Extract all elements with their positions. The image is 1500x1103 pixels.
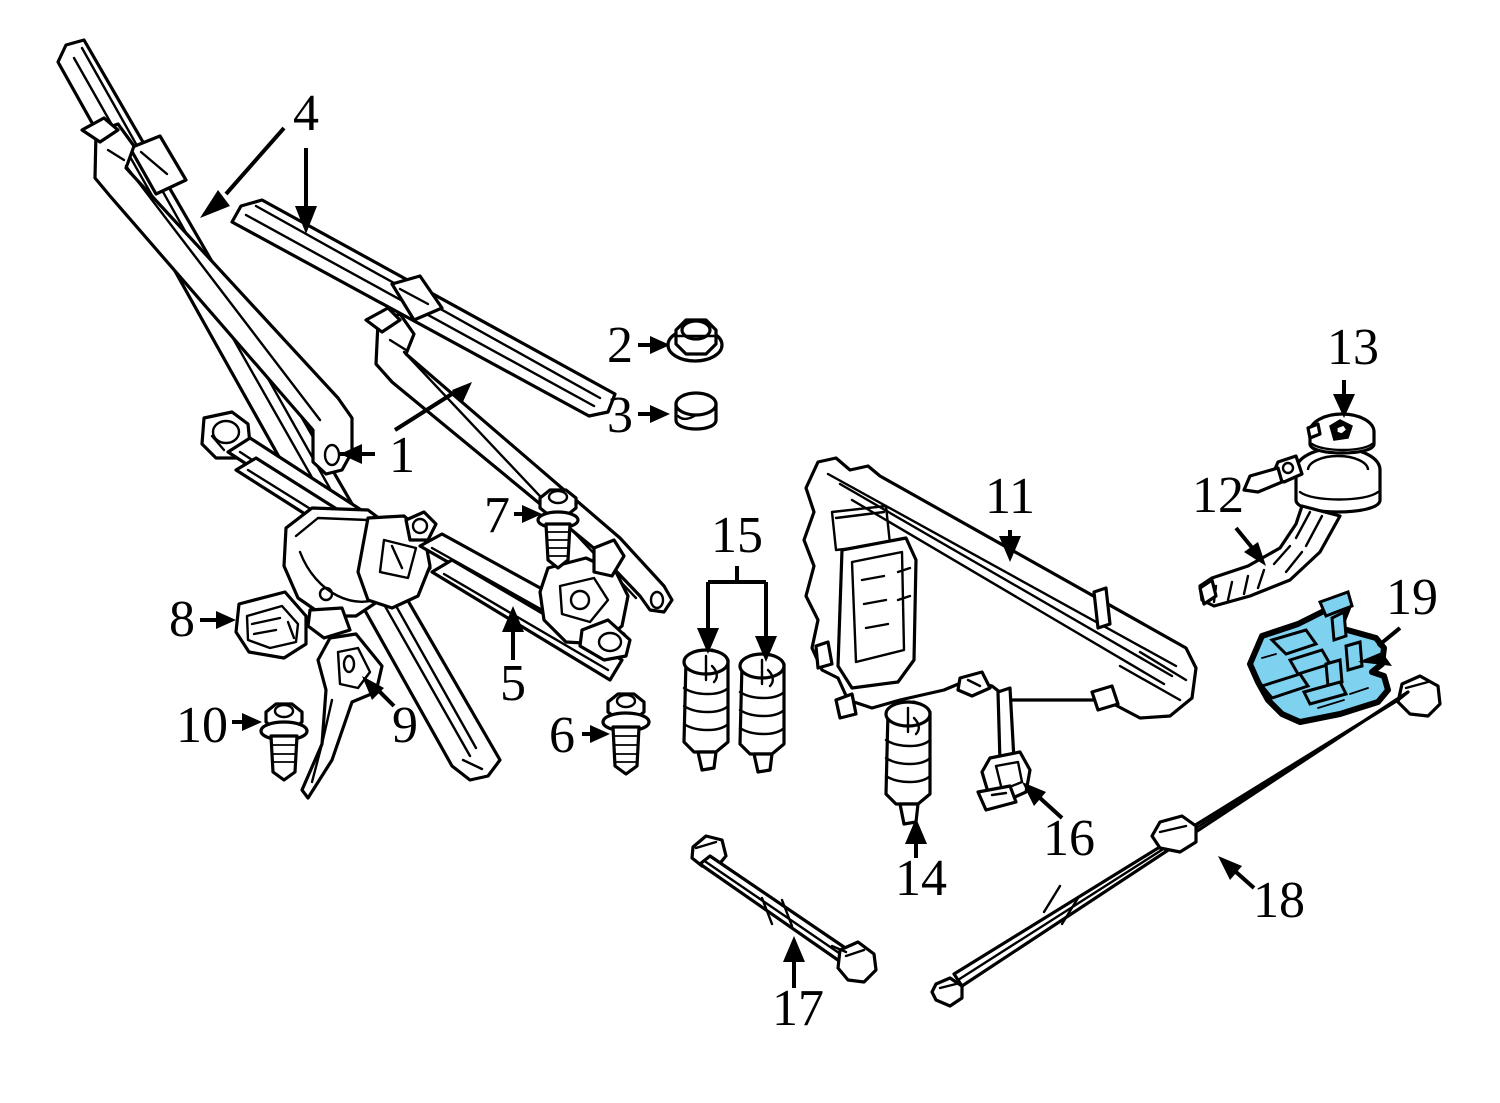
part-reservoir-mounting-bracket[interactable] <box>1247 590 1391 725</box>
callout-1[interactable]: 1 <box>340 382 472 484</box>
part-hex-flange-nut[interactable] <box>666 318 724 363</box>
callout-8[interactable]: 8 <box>169 591 236 648</box>
part-wiper-arm-left[interactable] <box>80 116 354 476</box>
callout-2[interactable]: 2 <box>607 317 670 374</box>
callout-label-6: 6 <box>549 707 575 764</box>
callout-label-2: 2 <box>607 317 633 374</box>
part-washer-hose-right[interactable] <box>930 674 1442 1008</box>
callout-14[interactable]: 14 <box>895 818 947 907</box>
callout-label-10: 10 <box>176 697 228 754</box>
callout-11[interactable]: 11 <box>985 468 1035 562</box>
callout-7[interactable]: 7 <box>484 487 542 544</box>
part-flange-bolt-motor[interactable] <box>536 488 580 570</box>
callout-12[interactable]: 12 <box>1192 467 1266 566</box>
callout-label-12: 12 <box>1192 467 1244 524</box>
callout-15[interactable]: 15 <box>697 507 777 662</box>
part-nut-cover-cap[interactable] <box>674 391 718 431</box>
callout-9[interactable]: 9 <box>362 676 418 754</box>
part-wiper-blade-lower[interactable] <box>230 198 617 418</box>
part-washer-pump-single[interactable] <box>884 700 932 826</box>
part-washer-hose-left[interactable] <box>690 834 878 984</box>
callout-5[interactable]: 5 <box>500 606 526 712</box>
callout-3[interactable]: 3 <box>607 387 670 444</box>
callout-label-4: 4 <box>293 85 319 142</box>
callout-18[interactable]: 18 <box>1218 856 1305 929</box>
part-flange-bolt-linkage[interactable] <box>601 692 651 776</box>
part-reservoir-filler-cap[interactable] <box>1306 412 1376 455</box>
callout-label-19: 19 <box>1386 569 1438 626</box>
callout-label-7: 7 <box>484 487 510 544</box>
callout-label-11: 11 <box>985 468 1035 525</box>
callout-label-14: 14 <box>895 850 947 907</box>
part-mounting-bracket[interactable] <box>300 632 384 800</box>
callout-label-9: 9 <box>392 697 418 754</box>
callout-13[interactable]: 13 <box>1327 319 1379 418</box>
callout-10[interactable]: 10 <box>176 697 262 754</box>
callout-17[interactable]: 17 <box>772 936 824 1037</box>
callout-label-1: 1 <box>389 427 415 484</box>
part-fluid-level-sensor[interactable] <box>976 686 1032 812</box>
callout-16[interactable]: 16 <box>1022 782 1095 867</box>
part-washer-fluid-reservoir[interactable] <box>802 456 1198 720</box>
callout-label-17: 17 <box>772 980 824 1037</box>
part-filler-neck-hose[interactable] <box>1198 446 1382 608</box>
callout-label-15: 15 <box>711 507 763 564</box>
callout-19[interactable]: 19 <box>1358 569 1438 666</box>
callout-label-18: 18 <box>1253 872 1305 929</box>
callout-label-8: 8 <box>169 591 195 648</box>
callout-label-16: 16 <box>1043 810 1095 867</box>
part-washer-pump-left[interactable] <box>682 648 730 772</box>
part-bracket-bolt[interactable] <box>259 702 309 782</box>
part-wiper-linkage-assembly[interactable] <box>200 410 632 682</box>
callout-label-5: 5 <box>500 655 526 712</box>
callout-label-13: 13 <box>1327 319 1379 376</box>
callout-label-3: 3 <box>607 387 633 444</box>
callout-4[interactable]: 4 <box>200 85 319 234</box>
part-motor-connector[interactable] <box>234 590 308 660</box>
part-washer-pump-right[interactable] <box>738 652 786 774</box>
callout-6[interactable]: 6 <box>549 707 610 764</box>
